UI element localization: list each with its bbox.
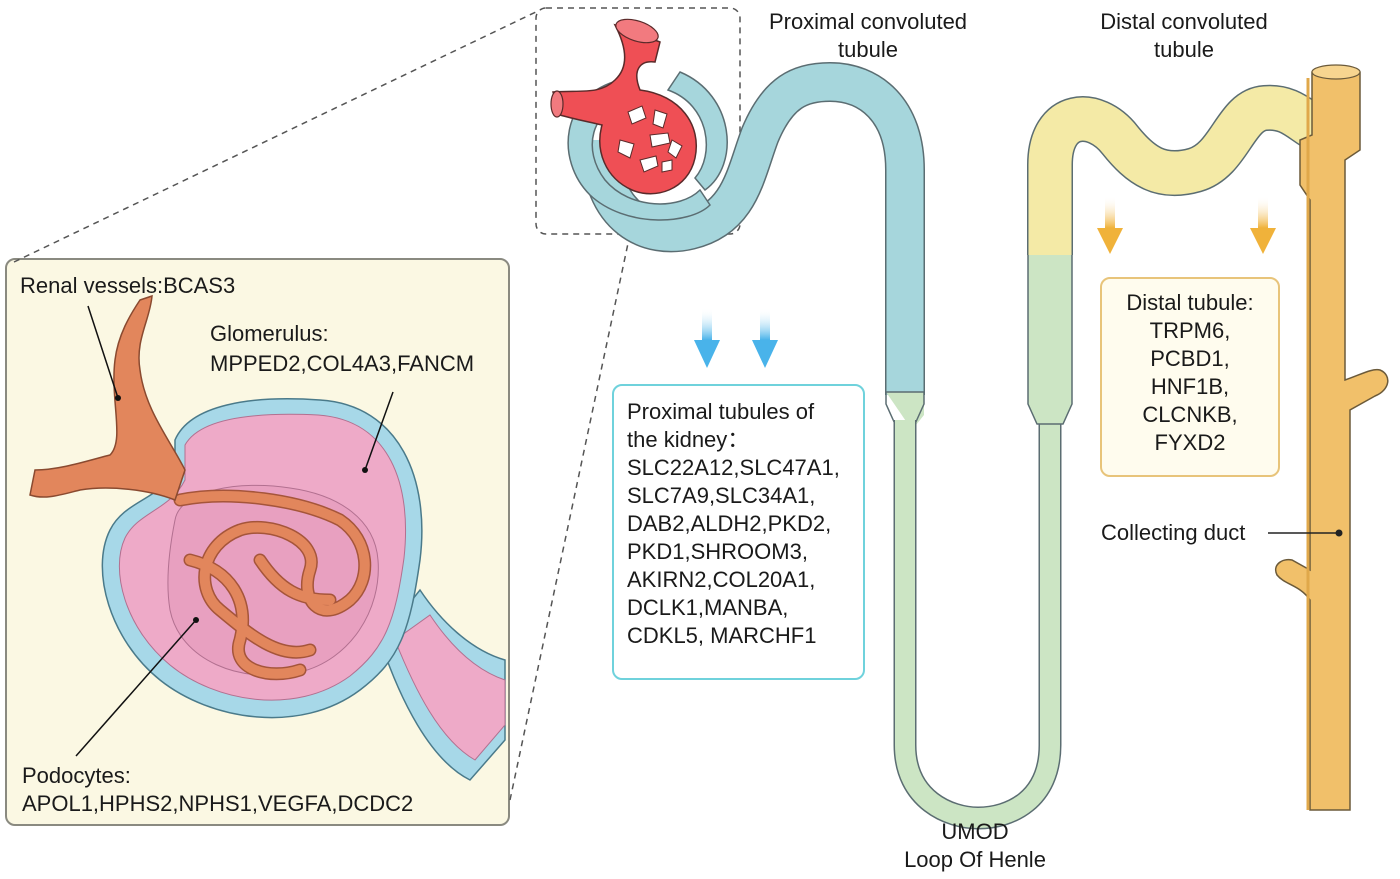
glomerulus-genes: MPPED2,COL4A3,FANCM xyxy=(210,351,475,376)
distal-arrows xyxy=(1097,196,1276,254)
distal-box-content: Distal tubule: TRPM6, PCBD1, HNF1B, CLCN… xyxy=(1126,290,1254,455)
inset-pointers xyxy=(75,305,394,757)
collecting-duct-label: Collecting duct xyxy=(1101,520,1246,545)
glomerulus-red xyxy=(550,18,697,195)
renal-vessels-label: Renal vessels:BCAS3 xyxy=(20,273,236,298)
distal-convoluted-label: Distal convoluted tubule xyxy=(1100,9,1268,62)
podocytes-genes: APOL1,HPHS2,NPHS1,VEGFA,DCDC2 xyxy=(22,791,414,816)
zoom-lines xyxy=(13,9,631,801)
proximal-tubule-gene-box: Proximal tubules of the kidney： SLC22A12… xyxy=(612,384,865,680)
distal-tubule xyxy=(1027,84,1330,255)
proximal-arrows xyxy=(694,308,778,368)
inset-glomerulus xyxy=(29,294,506,781)
proximal-convoluted-label: Proximal convoluted tubule xyxy=(768,9,968,62)
zoom-frame xyxy=(535,7,741,235)
proximal-box-title: Proximal tubules of the kidney： SLC22A12… xyxy=(627,399,840,648)
podocytes-title: Podocytes: xyxy=(22,763,131,788)
proximal-tubule xyxy=(567,61,925,395)
loop-of-henle-label: UMOD Loop Of Henle xyxy=(904,819,1046,872)
collecting-duct-shape xyxy=(1275,64,1389,811)
distal-tubule-gene-box: Distal tubule: TRPM6, PCBD1, HNF1B, CLCN… xyxy=(1100,277,1280,477)
loop-of-henle xyxy=(885,249,1073,830)
glomerulus-title: Glomerulus: xyxy=(210,321,329,346)
